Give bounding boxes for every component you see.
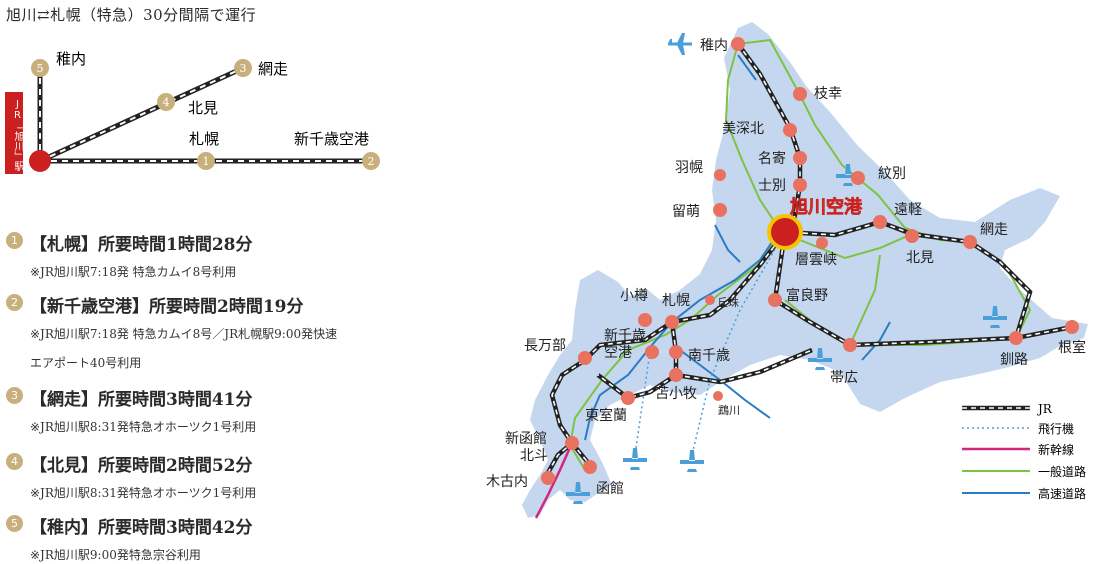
place-label: 羽幌	[675, 160, 703, 176]
legend-item-expressway: 高速道路	[962, 486, 1086, 501]
map-legend: JR 飛行機 新幹線 一般道路 高速道路	[962, 402, 1086, 501]
svg-text:飛行機: 飛行機	[1038, 421, 1074, 436]
place-label: 稚内	[700, 38, 728, 54]
station-badge-5: 5	[31, 59, 49, 77]
destination-badge: 3	[6, 387, 23, 404]
place-label: 南千歳	[688, 348, 730, 364]
highlight-label: 旭川空港	[789, 196, 863, 218]
place-labels: 稚内 枝幸 美深北 名寄 士別 紋別 羽幌 留萌 遠軽 網走 層雲峡 北見 小樽…	[486, 38, 1086, 497]
legend-item-shinkansen: 新幹線	[962, 442, 1074, 457]
place-label: 北斗	[520, 448, 548, 464]
place-label: 丘珠	[717, 295, 739, 309]
place-label: 東室蘭	[585, 407, 627, 424]
place-label: 鵡川	[718, 403, 740, 417]
legend-item-general-road: 一般道路	[962, 464, 1086, 479]
asahikawa-airport-marker	[767, 214, 803, 250]
origin-station-marker	[29, 150, 51, 172]
destination-title: 【新千歳空港】所要時間2時間19分	[30, 297, 304, 317]
destination-badge: 5	[6, 515, 23, 532]
destination-title: 【札幌】所要時間1時間28分	[30, 235, 253, 255]
place-label: 長万部	[524, 338, 566, 354]
station-name-wakkanai: 稚内	[56, 50, 86, 68]
place-label: 釧路	[1000, 352, 1028, 368]
airplane-icon	[566, 33, 1007, 504]
destination-note: ※JR旭川駅7:18発 特急カムイ8号／JR札幌駅9:00発快速	[30, 327, 338, 341]
hokkaido-map: 旭川空港 稚内 枝幸 美深北 名寄 士別 紋別 羽幌 留萌 遠軽 網走 層雲峡 …	[486, 22, 1088, 519]
origin-label-box	[5, 92, 23, 174]
place-label: 帯広	[830, 370, 858, 386]
place-label: 苫小牧	[655, 385, 697, 402]
svg-text:一般道路: 一般道路	[1038, 464, 1086, 479]
destination-note: ※JR旭川駅8:31発特急オホーツク1号利用	[30, 420, 257, 434]
legend-item-jr: JR	[962, 402, 1053, 416]
svg-text:新幹線: 新幹線	[1038, 442, 1074, 457]
flight-routes	[634, 231, 786, 456]
destination-note: ※JR旭川駅8:31発特急オホーツク1号利用	[30, 486, 257, 500]
place-label: 新函館	[505, 430, 547, 447]
place-label: 留萌	[672, 204, 700, 220]
station-name-abashiri: 網走	[258, 60, 288, 78]
place-label: 札幌	[662, 293, 690, 309]
svg-text:1: 1	[203, 155, 210, 168]
place-label: 木古内	[486, 474, 528, 490]
place-label: 空港	[604, 345, 632, 361]
place-label: 富良野	[786, 287, 828, 304]
place-label: 北見	[906, 250, 934, 266]
destination-note: ※JR旭川駅7:18発 特急カムイ8号利用	[30, 265, 237, 279]
route-diagram: 1 2 3 4 5 札幌 新千歳空港 網走 北見 稚内	[5, 50, 380, 174]
place-label: 網走	[980, 222, 1008, 238]
place-label: 紋別	[878, 166, 906, 182]
place-label: 美深北	[722, 121, 764, 137]
page-title: 旭川⇄札幌（特急）30分間隔で運行	[6, 6, 257, 24]
station-name-sapporo: 札幌	[189, 130, 219, 148]
place-label: 枝幸	[814, 86, 842, 102]
place-label: 名寄	[758, 150, 786, 167]
place-label: 遠軽	[894, 202, 922, 218]
place-label: 小樽	[620, 287, 648, 304]
station-badge-1: 1	[197, 152, 215, 170]
station-badge-2: 2	[362, 152, 380, 170]
destination-title: 【北見】所要時間2時間52分	[30, 456, 253, 476]
place-label: 新千歳	[604, 328, 646, 344]
destination-note: ※JR旭川駅9:00発特急宗谷利用	[30, 548, 201, 562]
destination-badge: 1	[6, 232, 23, 249]
station-badge-3: 3	[234, 59, 252, 77]
station-name-kitami: 北見	[188, 99, 218, 117]
svg-text:5: 5	[37, 62, 44, 75]
destination-title: 【網走】所要時間3時間41分	[30, 390, 253, 410]
place-label: 層雲峡	[795, 252, 837, 268]
place-label: 士別	[758, 178, 786, 194]
svg-text:4: 4	[163, 96, 170, 109]
svg-text:2: 2	[368, 155, 375, 168]
legend-item-airplane: 飛行機	[962, 421, 1074, 436]
hokkaido-landmass	[522, 22, 1088, 518]
svg-text:高速道路: 高速道路	[1038, 486, 1086, 501]
station-name-new-chitose: 新千歳空港	[294, 130, 369, 148]
station-markers	[541, 37, 1079, 485]
destination-badge: 4	[6, 453, 23, 470]
svg-text:JR: JR	[1036, 402, 1053, 416]
destination-note: エアポート40号利用	[30, 356, 142, 370]
place-label: 根室	[1058, 339, 1086, 356]
origin-label: JR「旭川」駅	[12, 99, 23, 171]
shinkansen-line	[534, 442, 574, 519]
station-badge-4: 4	[157, 93, 175, 111]
place-label: 函館	[596, 480, 624, 497]
expressways	[584, 54, 891, 441]
destination-title: 【稚内】所要時間3時間42分	[30, 518, 253, 538]
destination-badge: 2	[6, 294, 23, 311]
svg-text:3: 3	[240, 62, 247, 75]
